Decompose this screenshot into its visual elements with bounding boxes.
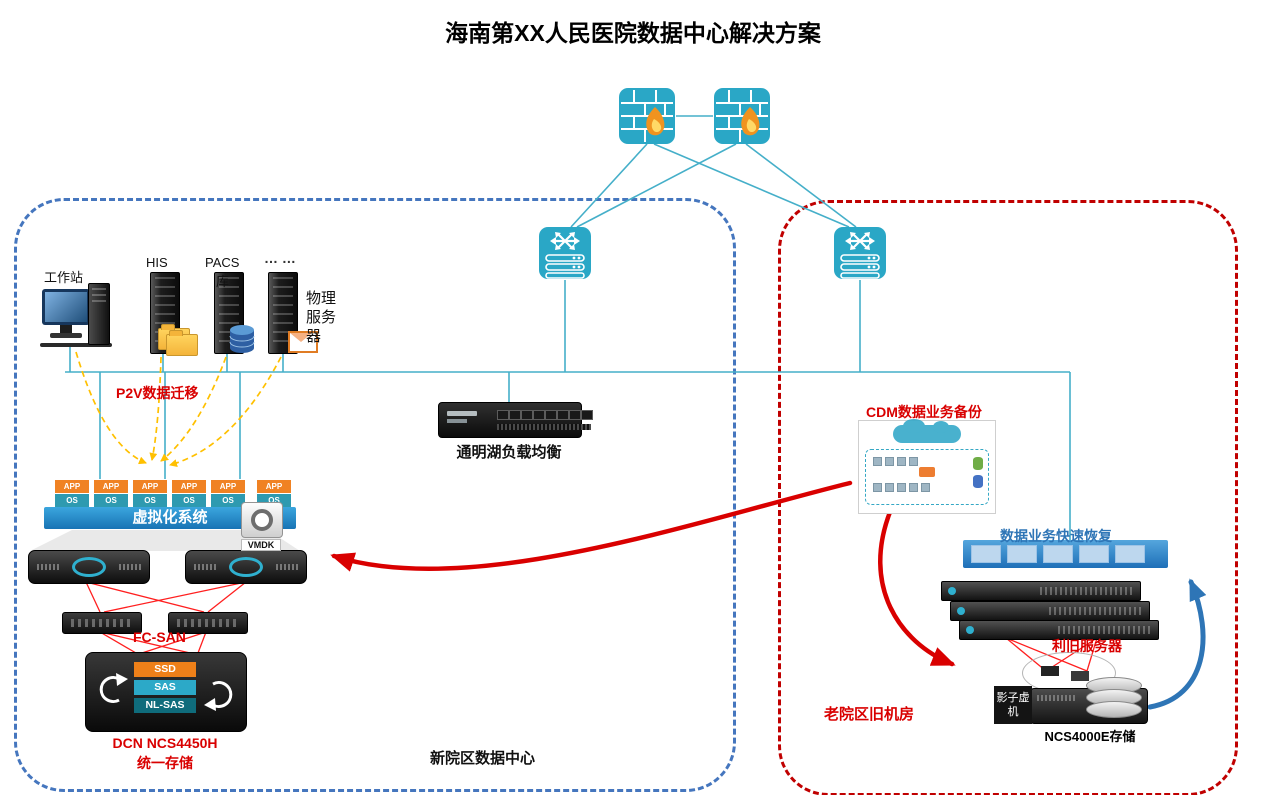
pacs-server-icon <box>214 272 244 354</box>
host-appliance-icon <box>185 550 307 584</box>
host-appliance-icon <box>28 550 150 584</box>
os-label: OS <box>133 494 167 507</box>
zone-old-label: 老院区旧机房 <box>824 706 915 723</box>
shadow-vm-box: 影子虚机 <box>994 686 1032 724</box>
mail-icon <box>288 331 318 353</box>
cdm-label: CDM数据业务备份 <box>866 404 982 420</box>
app-label: APP <box>211 480 245 494</box>
cdm-nodes <box>873 457 918 466</box>
monitor-base <box>50 333 82 338</box>
app-label: APP <box>257 480 291 494</box>
rack-server-icon <box>941 581 1141 601</box>
fc-san-label: FC-SAN <box>133 629 186 645</box>
device-vents <box>497 424 591 430</box>
rack-server-icon <box>950 601 1150 621</box>
storage-type-label: 统一存储 <box>137 755 193 771</box>
cdm-inner-frame <box>865 449 989 505</box>
app-label: APP <box>94 480 128 494</box>
os-label: OS <box>94 494 128 507</box>
pacs-label: PACS <box>205 255 240 270</box>
old-storage-label: NCS4000E存储 <box>1044 729 1136 744</box>
sas-tier: SAS <box>134 680 196 695</box>
his-label: HIS <box>146 255 168 270</box>
fc-switch-icon <box>62 612 142 634</box>
ssd-tier: SSD <box>134 662 196 677</box>
core-switch-icon <box>833 226 887 285</box>
device-logo <box>447 411 477 423</box>
monitor-stand <box>60 325 72 333</box>
core-switch-icon <box>538 226 592 285</box>
p2v-migration-label: P2V数据迁移 <box>116 385 199 401</box>
page-title: 海南第XX人民医院数据中心解决方案 <box>445 20 821 46</box>
firewall-icon <box>713 87 771 150</box>
app-label: APP <box>133 480 167 494</box>
vmdk-disk <box>241 502 283 538</box>
workstation-label: 工作站 <box>44 270 84 285</box>
rack-server-icon <box>959 620 1159 640</box>
storage-model-label: DCN NCS4450H <box>112 735 218 751</box>
cdm-storage-icon <box>973 475 983 488</box>
device-ports <box>497 410 593 420</box>
vendor-badge <box>72 557 106 577</box>
database-icon <box>228 324 256 359</box>
vendor-badge <box>229 557 263 577</box>
nlsas-tier: NL-SAS <box>134 698 196 713</box>
load-balancer-icon <box>438 402 593 438</box>
workstation-tower-icon <box>88 283 110 345</box>
cdm-storage-icon <box>973 457 983 470</box>
storage-array-icon: SSD SAS NL-SAS <box>85 652 247 732</box>
cdm-nodes <box>873 483 930 492</box>
cdm-hub-icon <box>919 467 935 477</box>
zone-new-label: 新院区数据中心 <box>430 750 536 767</box>
mini-vm <box>1041 666 1059 676</box>
load-balancer-label: 通明湖负载均衡 <box>456 444 562 461</box>
cycle-arrows-icon <box>99 673 233 711</box>
app-label: APP <box>172 480 206 494</box>
recovery-label: 数据业务快速恢复 <box>1000 528 1112 544</box>
physical-server-label: 物理服务器 <box>306 290 337 345</box>
reuse-servers-label: 利旧服务器 <box>1052 638 1122 654</box>
workstation-base <box>40 343 112 347</box>
cloud-icon <box>893 419 961 443</box>
firewall-icon <box>618 87 676 150</box>
virtualization-bar: 虚拟化系统 <box>44 507 296 529</box>
recovery-bar <box>963 540 1168 568</box>
app-label: APP <box>55 480 89 494</box>
workstation-icon <box>42 289 90 325</box>
disk-platter-icon <box>1086 701 1142 718</box>
more-servers-label: … … <box>264 250 296 266</box>
vmdk-label: VMDK <box>241 539 281 551</box>
monitor-screen <box>45 292 87 322</box>
cdm-diagram <box>858 419 996 514</box>
vmdk-icon: VMDK <box>241 502 283 551</box>
folder-icon <box>166 330 198 356</box>
os-label: OS <box>55 494 89 507</box>
pacs-db-label: 库 <box>216 274 230 289</box>
mini-vm <box>1071 671 1089 681</box>
os-label: OS <box>172 494 206 507</box>
os-label: OS <box>211 494 245 507</box>
